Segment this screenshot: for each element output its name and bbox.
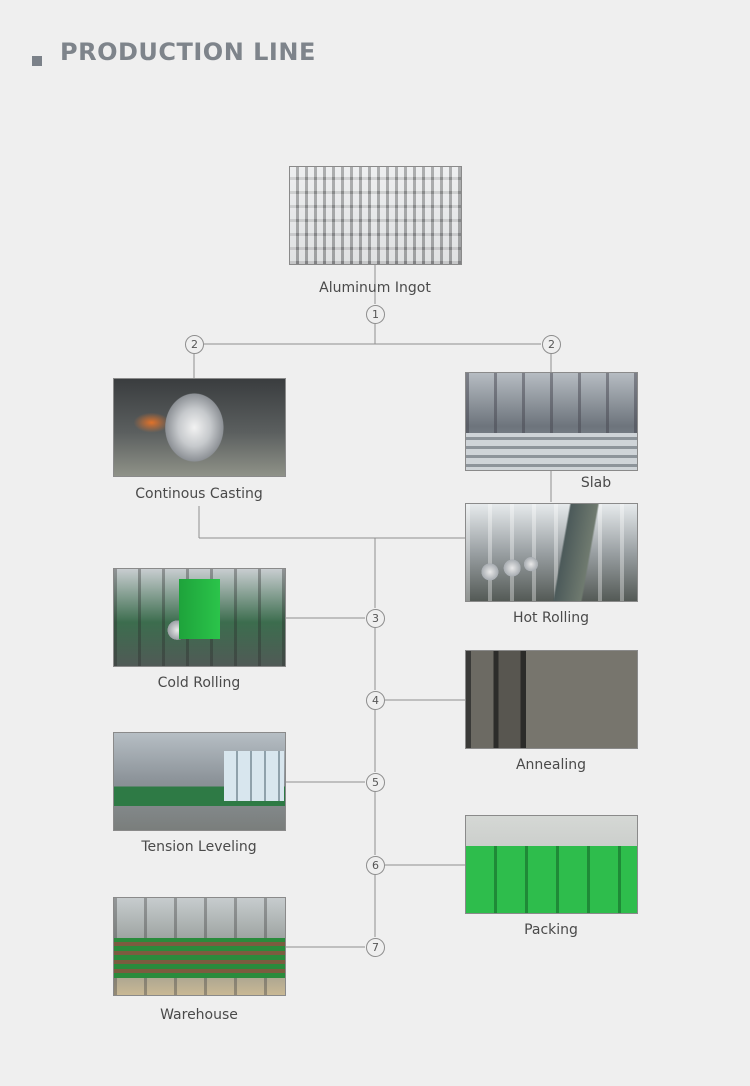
step-label-warehouse: Warehouse — [160, 1007, 238, 1023]
step-label-slab: Slab — [580, 475, 612, 491]
step-label-continuous-casting: Continous Casting — [135, 486, 263, 502]
title-bullet — [32, 56, 42, 66]
step-node-2-right: 2 — [542, 335, 561, 354]
aluminum-ingot-photo — [289, 166, 462, 265]
hot-rolling-photo — [465, 503, 638, 602]
step-node-6: 6 — [366, 856, 385, 875]
step-node-3: 3 — [366, 609, 385, 628]
step-label-annealing: Annealing — [515, 757, 587, 773]
warehouse-photo — [113, 897, 286, 996]
annealing-photo — [465, 650, 638, 749]
step-node-1: 1 — [366, 305, 385, 324]
step-node-5: 5 — [366, 773, 385, 792]
step-label-hot-rolling: Hot Rolling — [512, 610, 590, 626]
tension-leveling-photo — [113, 732, 286, 831]
step-label-packing: Packing — [524, 922, 578, 938]
packing-photo — [465, 815, 638, 914]
step-node-2-left: 2 — [185, 335, 204, 354]
cold-rolling-photo — [113, 568, 286, 667]
step-node-4: 4 — [366, 691, 385, 710]
step-node-7: 7 — [366, 938, 385, 957]
step-label-tension-leveling: Tension Leveling — [141, 839, 257, 855]
continuous-casting-photo — [113, 378, 286, 477]
slab-photo — [465, 372, 638, 471]
page-title: PRODUCTION LINE — [60, 38, 316, 66]
step-label-cold-rolling: Cold Rolling — [157, 675, 241, 691]
step-label-aluminum-ingot: Aluminum Ingot — [319, 280, 431, 296]
